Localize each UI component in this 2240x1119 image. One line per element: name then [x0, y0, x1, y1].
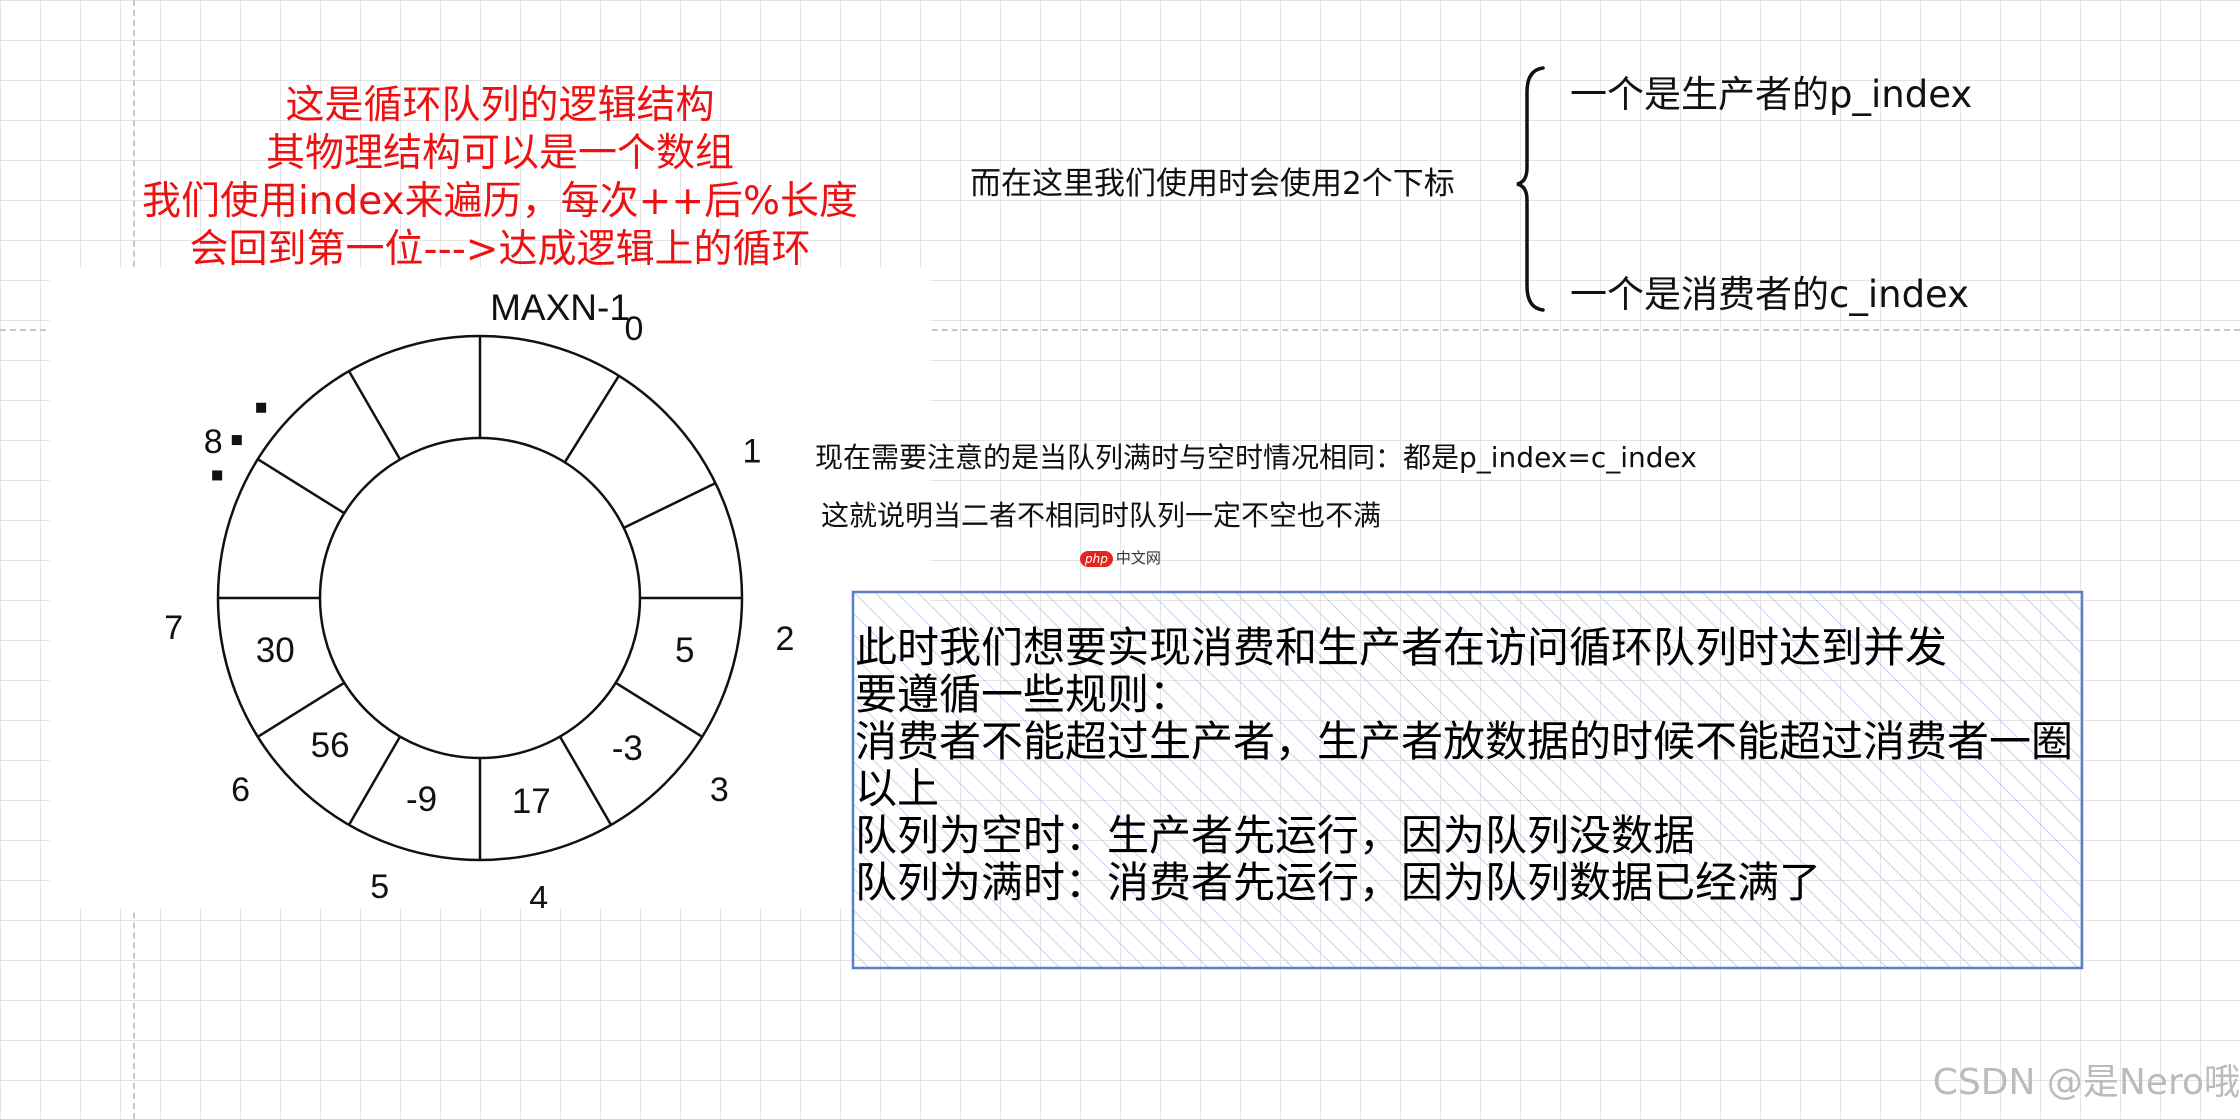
ring-index-label: 5 [370, 868, 389, 906]
ring-index-label: 4 [529, 879, 548, 908]
hatched-background [851, 590, 2084, 970]
csdn-watermark: CSDN @是Nero哦 [1932, 1062, 2240, 1103]
rule-line: 此时我们想要实现消费和生产者在访问循环队列时达到并发 [855, 623, 1948, 672]
ring-slot-divider [347, 735, 402, 826]
note-line: 会回到第一位--->达成逻辑上的循环 [189, 227, 811, 272]
two-index-intro: 而在这里我们使用时会使用2个下标 [970, 166, 1455, 202]
ring-index-label: 6 [231, 771, 250, 809]
ring-slot-divider [563, 375, 620, 463]
ring-ellipsis-dot [212, 470, 223, 481]
ring-index-label: 3 [710, 771, 729, 809]
ring-index-label: 0 [625, 310, 644, 348]
ring-slot-divider [347, 370, 402, 461]
note-line: 其物理结构可以是一个数组 [265, 131, 734, 176]
ring-cell-value: -3 [612, 729, 643, 768]
ring-cell-value: 56 [311, 726, 350, 765]
rules-text: 此时我们想要实现消费和生产者在访问循环队列时达到并发 要遵循一些规则： 消费者不… [855, 624, 2080, 906]
dashed-guide-horizontal [0, 329, 2240, 331]
concurrency-rules-box: 此时我们想要实现消费和生产者在访问循环队列时达到并发 要遵循一些规则： 消费者不… [851, 590, 2084, 970]
rule-line: 队列为空时：生产者先运行，因为队列没数据 [855, 811, 1696, 860]
ring-slot-divider [257, 681, 345, 738]
curly-brace-icon [1516, 66, 1545, 312]
ring-slot-divider [257, 458, 345, 515]
ring-inner-circle [318, 436, 642, 760]
not-equal-note: 这就说明当二者不相同时队列一定不空也不满 [821, 499, 1382, 532]
rule-line: 消费者不能超过生产者，生产者放数据的时候不能超过消费者一圈 [855, 717, 2074, 766]
rule-line: 队列为满时：消费者先运行，因为队列数据已经满了 [855, 858, 1822, 907]
sticker-text: 中文网 [1115, 549, 1161, 567]
ring-cell-value: 5 [675, 631, 694, 670]
ring-index-label: 1 [742, 432, 761, 470]
ring-top-label: MAXN-1 [490, 287, 630, 328]
consumer-index-label: 一个是消费者的c_index [1570, 273, 1970, 316]
logic-structure-note: 这是循环队列的逻辑结构 其物理结构可以是一个数组 我们使用index来遍历，每次… [140, 82, 860, 274]
producer-index-label: 一个是生产者的p_index [1570, 73, 1973, 116]
ring-ellipsis-dot [231, 435, 242, 446]
ring-index-label: 2 [776, 620, 795, 658]
ring-cell-value: -9 [406, 780, 437, 819]
ring-slot-divider [558, 735, 613, 826]
ring-ellipsis-dot [256, 402, 267, 413]
ring-slot-divider [615, 681, 703, 738]
ring-index-label: 8 [204, 423, 223, 461]
rule-line: 以上 [855, 764, 940, 813]
ring-slot-divider [623, 482, 717, 529]
ring-index-label: 7 [164, 609, 183, 647]
ring-cell-value: 17 [512, 782, 551, 821]
full-empty-note: 现在需要注意的是当队列满时与空时情况相同：都是p_index=c_index [815, 441, 1697, 474]
php-logo-icon: php [1080, 551, 1113, 567]
ring-cell-value: 30 [256, 631, 295, 670]
note-line: 我们使用index来遍历，每次++后%长度 [141, 179, 859, 224]
rule-line: 要遵循一些规则： [855, 670, 1192, 719]
note-line: 这是循环队列的逻辑结构 [285, 83, 715, 128]
